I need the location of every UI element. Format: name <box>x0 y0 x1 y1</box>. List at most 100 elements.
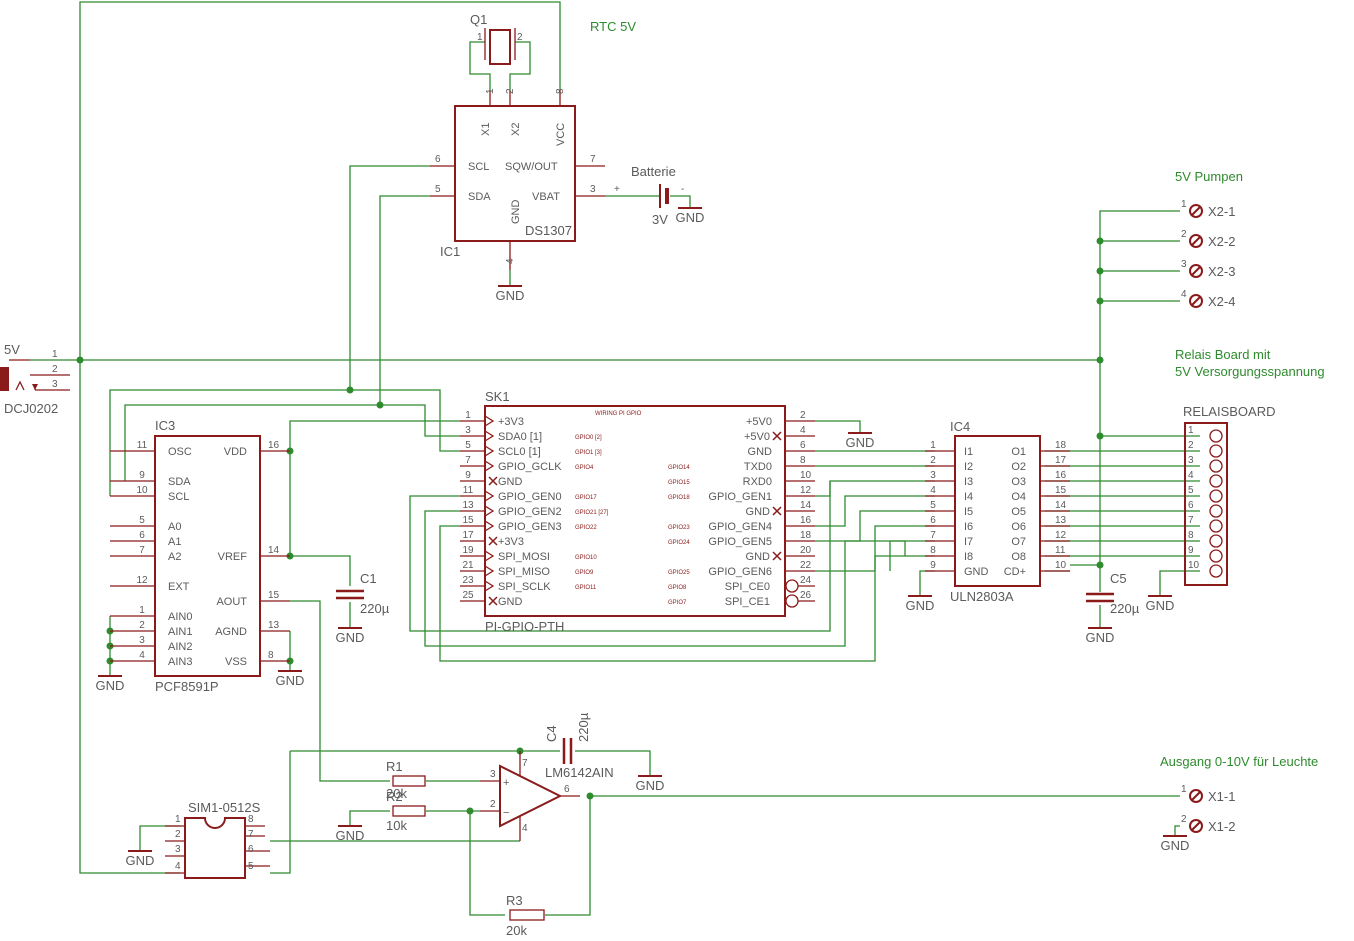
ic1-pin-x2: X2 <box>510 123 522 136</box>
ic3-pin-name-16: VDD <box>224 446 247 458</box>
sk1-nc-4 <box>772 431 782 441</box>
gnd-label-12: GND <box>126 853 155 868</box>
x2-name-4: X2-4 <box>1208 294 1235 309</box>
relais-pin-num-8: 8 <box>1188 530 1194 541</box>
note-pumps: 5V Pumpen <box>1175 169 1243 184</box>
relais-pin-9 <box>1209 549 1223 563</box>
resistor-r1: R1 20k <box>386 759 426 801</box>
sk1-pin-num-2: 2 <box>800 410 806 421</box>
sk1-pin-num-18: 18 <box>800 530 812 541</box>
ic3-pin-num-8: 8 <box>268 650 274 661</box>
sk1-nc-25-b <box>488 596 498 606</box>
sk1-arrow-11 <box>484 490 495 502</box>
r2-value: 10k <box>386 818 407 833</box>
battery-minus: - <box>681 184 684 195</box>
sim-pin1: 1 <box>175 814 181 825</box>
ic3-pin-num-1: 1 <box>139 605 145 616</box>
sk1-pin-num-4: 4 <box>800 425 806 436</box>
ic3-pin-name-6: A1 <box>168 536 181 548</box>
sk1-pin-num-10: 10 <box>800 470 812 481</box>
sk1-pin-name-7: GPIO_GCLK <box>498 461 562 473</box>
crystal-q1: Q1 1 2 <box>470 12 523 65</box>
sk1-pin-name-6: GND <box>748 446 773 458</box>
gnd-symbol-4: GND <box>96 675 124 693</box>
sk1-name: SK1 <box>485 389 510 404</box>
sk1-pin-name-11: GPIO_GEN0 <box>498 491 562 503</box>
x2-num-1: 1 <box>1181 199 1187 210</box>
x1-name-2: X1-2 <box>1208 819 1235 834</box>
dc-pin2: 2 <box>52 364 58 375</box>
ic3-pin-num-14: 14 <box>268 545 280 556</box>
x2-num-4: 4 <box>1181 289 1187 300</box>
sk1-nc-14-b <box>772 506 782 516</box>
note-rtc: RTC 5V <box>590 19 636 34</box>
sk1-pin-num-8: 8 <box>800 455 806 466</box>
ic3-pin-name-5: A0 <box>168 521 181 533</box>
ic3-pin-num-12: 12 <box>136 575 148 586</box>
ic4-pin-num-18: 18 <box>1055 440 1067 451</box>
opamp-value: LM6142AIN <box>545 765 614 780</box>
ic3-pin-num-4: 4 <box>139 650 145 661</box>
ic1-ds1307: X1 X2 VCC SCL SQW/OUT SDA VBAT GND 1 2 8… <box>430 88 605 270</box>
sk1-pin-name-23: SPI_SCLK <box>498 581 551 593</box>
q1-name: Q1 <box>470 12 487 27</box>
battery-name: Batterie <box>631 164 676 179</box>
sk1-nc-4-b <box>772 431 782 441</box>
note-relais-1: Relais Board mit <box>1175 347 1271 362</box>
sim-pin5: 5 <box>248 861 254 872</box>
sk1-gpio-15: GPIO22 <box>575 525 597 531</box>
ic4-pin-name-18: O1 <box>1011 446 1026 458</box>
sk1-pin-num-19: 19 <box>462 545 474 556</box>
ic4-pin-name-14: O5 <box>1011 506 1026 518</box>
ic3-pin-num-3: 3 <box>139 635 145 646</box>
x2-screw-2 <box>1189 234 1203 248</box>
sk1-gpio-18: GPIO24 <box>668 540 690 546</box>
relais-pin-4 <box>1209 474 1223 488</box>
ic1-pin-vcc: VCC <box>555 123 567 146</box>
ic4-pin-num-7: 7 <box>930 530 936 541</box>
wires <box>30 1 1200 916</box>
sk1-pin-name-20: GND <box>746 551 771 563</box>
gnd-symbol-10: GND <box>636 775 664 793</box>
ic1-num-3: 3 <box>590 184 596 195</box>
sk1-pin-num-12: 12 <box>800 485 812 496</box>
sk1-pin-num-22: 22 <box>800 560 812 571</box>
ic1-num-1: 1 <box>485 88 496 94</box>
sim-pin3: 3 <box>175 844 181 855</box>
relais-pin-3 <box>1209 459 1223 473</box>
ic4-pin-name-7: I7 <box>964 536 973 548</box>
ic4-pin-num-13: 13 <box>1055 515 1067 526</box>
ic4-pin-name-16: O3 <box>1011 476 1026 488</box>
sk1-pin-num-25: 25 <box>462 590 474 601</box>
ic1-pin-gnd: GND <box>510 200 522 225</box>
ic1-value: DS1307 <box>525 223 572 238</box>
ic4-name: IC4 <box>950 419 970 434</box>
sim-pin4: 4 <box>175 861 181 872</box>
sk1-pin-num-14: 14 <box>800 500 812 511</box>
capacitor-c5: C5 220µ <box>1086 571 1140 616</box>
sim-pin8: 8 <box>248 814 254 825</box>
gnd-label-6: GND <box>846 435 875 450</box>
sk1-pin-num-9: 9 <box>465 470 471 481</box>
relais-pin-num-1: 1 <box>1188 425 1194 436</box>
note-output: Ausgang 0-10V für Leuchte <box>1160 754 1318 769</box>
x1-num-1: 1 <box>1181 784 1187 795</box>
sk1-open-26 <box>785 594 799 608</box>
sk1-value: PI-GPIO-PTH <box>485 619 564 634</box>
ic4-pin-name-11: O8 <box>1011 551 1026 563</box>
sk1-pin-num-7: 7 <box>465 455 471 466</box>
gnd-label-5: GND <box>276 673 305 688</box>
resistor-r2: R2 10k <box>386 789 426 833</box>
capacitor-c1: C1 220µ <box>336 571 390 616</box>
sk1-pin-name-18: GPIO_GEN5 <box>708 536 772 548</box>
sk1-pin-num-11: 11 <box>463 485 474 496</box>
ic4-pin-num-17: 17 <box>1055 455 1067 466</box>
ic3-pin-name-7: A2 <box>168 551 181 563</box>
r1-value: 20k <box>386 786 407 801</box>
sk1-gpio-21: GPIO9 <box>575 570 594 576</box>
sk1-pin-name-21: SPI_MISO <box>498 566 550 578</box>
relais-pin-num-3: 3 <box>1188 455 1194 466</box>
gnd-label-2: GND <box>496 288 525 303</box>
